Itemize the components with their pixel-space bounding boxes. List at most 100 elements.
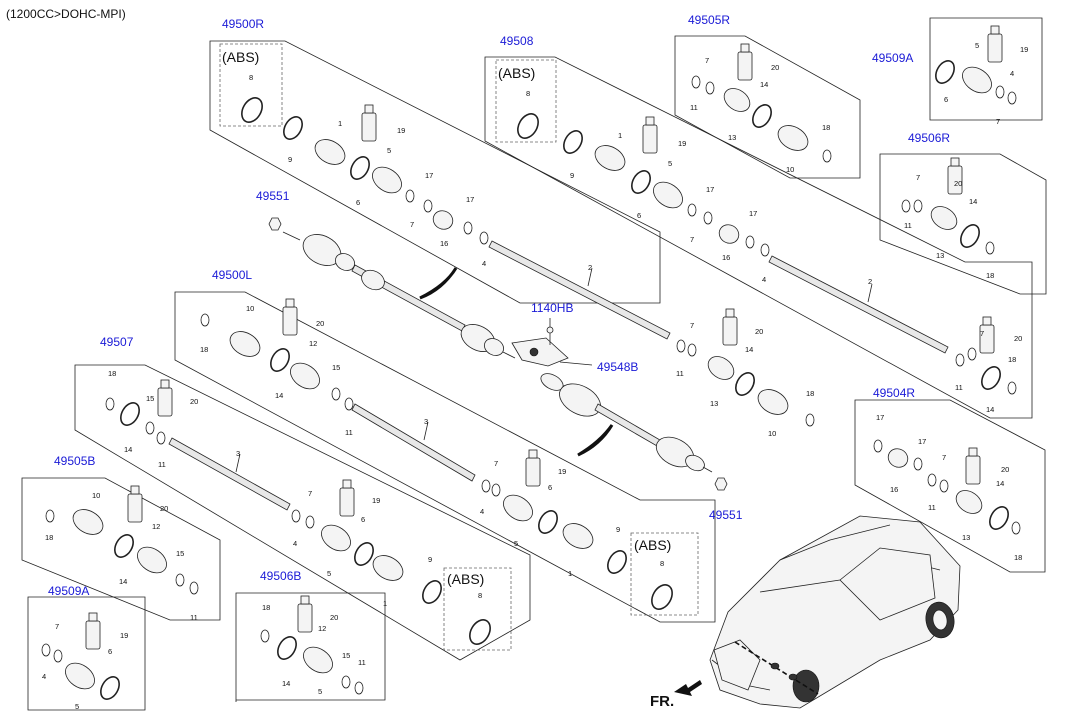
ref-49504R: 49504R [873, 386, 915, 400]
svg-text:7: 7 [55, 622, 59, 631]
svg-text:20: 20 [316, 319, 324, 328]
ref-49548B: 49548B [597, 360, 638, 374]
svg-text:13: 13 [962, 533, 970, 542]
svg-text:11: 11 [158, 460, 166, 469]
svg-text:12: 12 [152, 522, 160, 531]
svg-text:5: 5 [75, 702, 79, 711]
panel-49506R [879, 153, 1047, 295]
svg-text:7: 7 [690, 321, 694, 330]
clamp-ring-icon [100, 60, 1009, 700]
panel-49509A-bottom [27, 596, 146, 711]
svg-text:1: 1 [618, 131, 622, 140]
svg-text:2: 2 [588, 263, 592, 272]
svg-text:9: 9 [570, 171, 574, 180]
shaft-3-lower [168, 437, 291, 511]
panel-49509A-top [929, 17, 1043, 121]
svg-text:11: 11 [190, 613, 198, 622]
svg-text:11: 11 [904, 221, 912, 230]
svg-text:14: 14 [282, 679, 290, 688]
svg-text:17: 17 [706, 185, 714, 194]
damper-icon [361, 269, 385, 291]
part-number-labels: 8 1 19 9 5 6 17 17 7 16 4 8 1 19 9 5 6 1… [42, 41, 1028, 711]
svg-text:17: 17 [918, 437, 926, 446]
abs-label-4: (ABS) [447, 571, 484, 587]
svg-text:4: 4 [42, 672, 46, 681]
svg-text:18: 18 [200, 345, 208, 354]
abs-box-49507 [443, 567, 512, 651]
svg-text:11: 11 [955, 383, 963, 392]
svg-text:14: 14 [996, 479, 1004, 488]
svg-text:11: 11 [928, 503, 936, 512]
svg-text:12: 12 [318, 624, 326, 633]
panel-49500L [174, 291, 716, 623]
svg-text:15: 15 [342, 651, 350, 660]
svg-text:13: 13 [728, 133, 736, 142]
svg-text:20: 20 [771, 63, 779, 72]
svg-text:4: 4 [480, 507, 484, 516]
svg-text:5: 5 [668, 159, 672, 168]
svg-text:6: 6 [637, 211, 641, 220]
svg-text:17: 17 [466, 195, 474, 204]
ref-49508: 49508 [500, 34, 534, 48]
abs-label-1: (ABS) [222, 49, 259, 65]
grease-tube-icon [85, 25, 1003, 650]
ref-49506B: 49506B [260, 569, 301, 583]
panel-49508 [484, 56, 1033, 419]
svg-text:7: 7 [494, 459, 498, 468]
hub-nut-icon [268, 217, 282, 231]
panel-49500R [209, 40, 661, 304]
panel-49506B [235, 592, 386, 701]
svg-text:17: 17 [749, 209, 757, 218]
svg-text:17: 17 [876, 413, 884, 422]
ref-49500L: 49500L [212, 268, 252, 282]
ref-49551-top: 49551 [256, 189, 290, 203]
abs-ring-icon [517, 113, 539, 139]
front-arrow-icon [674, 680, 702, 696]
svg-text:7: 7 [690, 235, 694, 244]
svg-text:14: 14 [745, 345, 753, 354]
panel-49505B [21, 477, 221, 621]
assembly-arrow-icon [419, 267, 458, 300]
svg-text:4: 4 [1010, 69, 1014, 78]
shaft-2-upper [488, 240, 671, 340]
svg-text:13: 13 [936, 251, 944, 260]
svg-text:4: 4 [293, 539, 297, 548]
svg-text:10: 10 [92, 491, 100, 500]
svg-text:10: 10 [786, 165, 794, 174]
svg-text:20: 20 [755, 327, 763, 336]
svg-text:14: 14 [124, 445, 132, 454]
svg-text:11: 11 [358, 658, 366, 667]
svg-text:19: 19 [397, 126, 405, 135]
svg-text:1: 1 [338, 119, 342, 128]
svg-text:9: 9 [616, 525, 620, 534]
svg-text:18: 18 [806, 389, 814, 398]
panel-49507 [74, 364, 531, 661]
svg-text:7: 7 [705, 56, 709, 65]
svg-text:14: 14 [969, 197, 977, 206]
svg-text:14: 14 [119, 577, 127, 586]
svg-text:15: 15 [332, 363, 340, 372]
svg-text:8: 8 [249, 73, 253, 82]
abs-ring-icon [469, 619, 491, 645]
svg-text:2: 2 [868, 277, 872, 286]
svg-text:6: 6 [108, 647, 112, 656]
svg-text:18: 18 [986, 271, 994, 280]
abs-box-49500R [219, 43, 283, 127]
vehicle-illustration-icon [709, 515, 961, 709]
svg-text:19: 19 [678, 139, 686, 148]
svg-text:14: 14 [760, 80, 768, 89]
svg-text:8: 8 [526, 89, 530, 98]
ref-1140HB: 1140HB [531, 301, 573, 315]
svg-text:5: 5 [387, 146, 391, 155]
svg-text:6: 6 [548, 483, 552, 492]
cv-boot-icon [65, 66, 992, 690]
ref-49551-bottom: 49551 [709, 508, 743, 522]
svg-text:20: 20 [1001, 465, 1009, 474]
cv-joint-icon [72, 125, 909, 581]
svg-text:18: 18 [45, 533, 53, 542]
svg-text:6: 6 [356, 198, 360, 207]
assembled-shaft-lower [540, 373, 728, 491]
svg-text:5: 5 [514, 539, 518, 548]
svg-text:18: 18 [1008, 355, 1016, 364]
